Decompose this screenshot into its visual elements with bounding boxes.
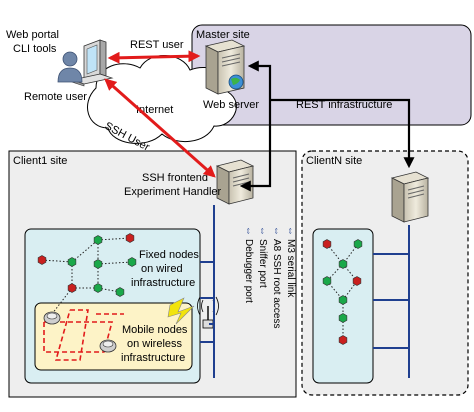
m3-serial-arrow: ⇔ xyxy=(285,226,296,236)
ssh-user-link xyxy=(104,78,216,178)
client1-nodes xyxy=(37,233,137,297)
sensor-node xyxy=(125,233,135,243)
rest-infrastructure-label: REST infrastructure xyxy=(296,99,392,111)
sensor-node xyxy=(115,287,125,297)
clientn-server xyxy=(390,171,430,223)
client1-site-label: Client1 site xyxy=(13,155,67,167)
experiment-handler-label: Experiment Handler xyxy=(124,186,222,198)
sensor-node xyxy=(352,276,362,286)
fixed-nodes-label: Fixed nodes on wired infrastructure xyxy=(131,249,199,289)
user-icon xyxy=(57,51,83,83)
web-server-label: Web server xyxy=(203,99,259,111)
sensor-node xyxy=(93,259,103,269)
ssh-frontend-label: SSH frontend xyxy=(142,172,208,184)
remote-user: Web portal CLI tools Remote user xyxy=(6,29,114,103)
sensor-node xyxy=(127,257,137,267)
sensor-node xyxy=(338,295,348,305)
globe-icon xyxy=(228,74,244,90)
fixed-nodes-line1: Fixed nodes xyxy=(139,249,199,261)
master-site-label: Master site xyxy=(196,29,250,41)
sensor-node xyxy=(338,259,348,269)
a8-ssh-arrow: ⇔ xyxy=(271,226,282,236)
fixed-nodes-line2: on wired xyxy=(141,263,183,275)
mobile-nodes-line2: on wireless xyxy=(127,338,183,350)
sniffer-port-label: Sniffer port xyxy=(257,239,268,288)
sensor-node xyxy=(67,257,77,267)
remote-user-label: Remote user xyxy=(24,91,87,103)
mobile-tracks xyxy=(43,309,124,361)
sniffer-arrow: ⇔ xyxy=(257,226,268,236)
debugger-arrow: ⇔ xyxy=(243,226,254,236)
client1-bus xyxy=(200,205,215,378)
sensor-node xyxy=(338,335,348,345)
mobile-nodes-line3: infrastructure xyxy=(121,352,185,364)
m3-serial-link-label: M3 serial link xyxy=(285,239,296,298)
rest-user-label: REST user xyxy=(130,39,184,51)
port-labels: ⇔ M3 serial link ⇔ A8 SSH root access ⇔ … xyxy=(243,226,296,328)
server-icon xyxy=(215,159,255,205)
mobile-nodes-label: Mobile nodes on wireless infrastructure xyxy=(121,324,188,364)
sensor-node xyxy=(67,283,77,293)
sensor-node xyxy=(93,235,103,245)
web-portal-label: Web portal xyxy=(6,29,59,41)
clientn-site-label: ClientN site xyxy=(306,155,362,167)
clientn-bus xyxy=(373,225,410,378)
mobile-robot-icon xyxy=(99,339,117,353)
sensor-node xyxy=(322,276,332,286)
sensor-node xyxy=(37,255,47,265)
sensor-node xyxy=(338,313,348,323)
mobile-robot-icon xyxy=(43,311,61,325)
sensor-node xyxy=(353,239,363,249)
rest-infrastructure-link: REST infrastructure xyxy=(239,60,415,192)
mobile-nodes-line1: Mobile nodes xyxy=(122,324,188,336)
sensor-node xyxy=(322,239,332,249)
a8-ssh-root-access-label: A8 SSH root access xyxy=(271,239,282,328)
server-icon xyxy=(390,171,430,223)
cli-tools-label: CLI tools xyxy=(13,43,57,55)
clientn-nodes-area xyxy=(312,228,374,384)
rest-user-link: REST user xyxy=(107,39,201,64)
clientn-nodes xyxy=(322,239,363,345)
lightning-icon xyxy=(167,297,195,325)
fixed-nodes-line3: infrastructure xyxy=(131,277,195,289)
sensor-node xyxy=(93,283,103,293)
mobile-nodes-area xyxy=(34,302,193,371)
debugger-port-label: Debugger port xyxy=(243,239,254,303)
